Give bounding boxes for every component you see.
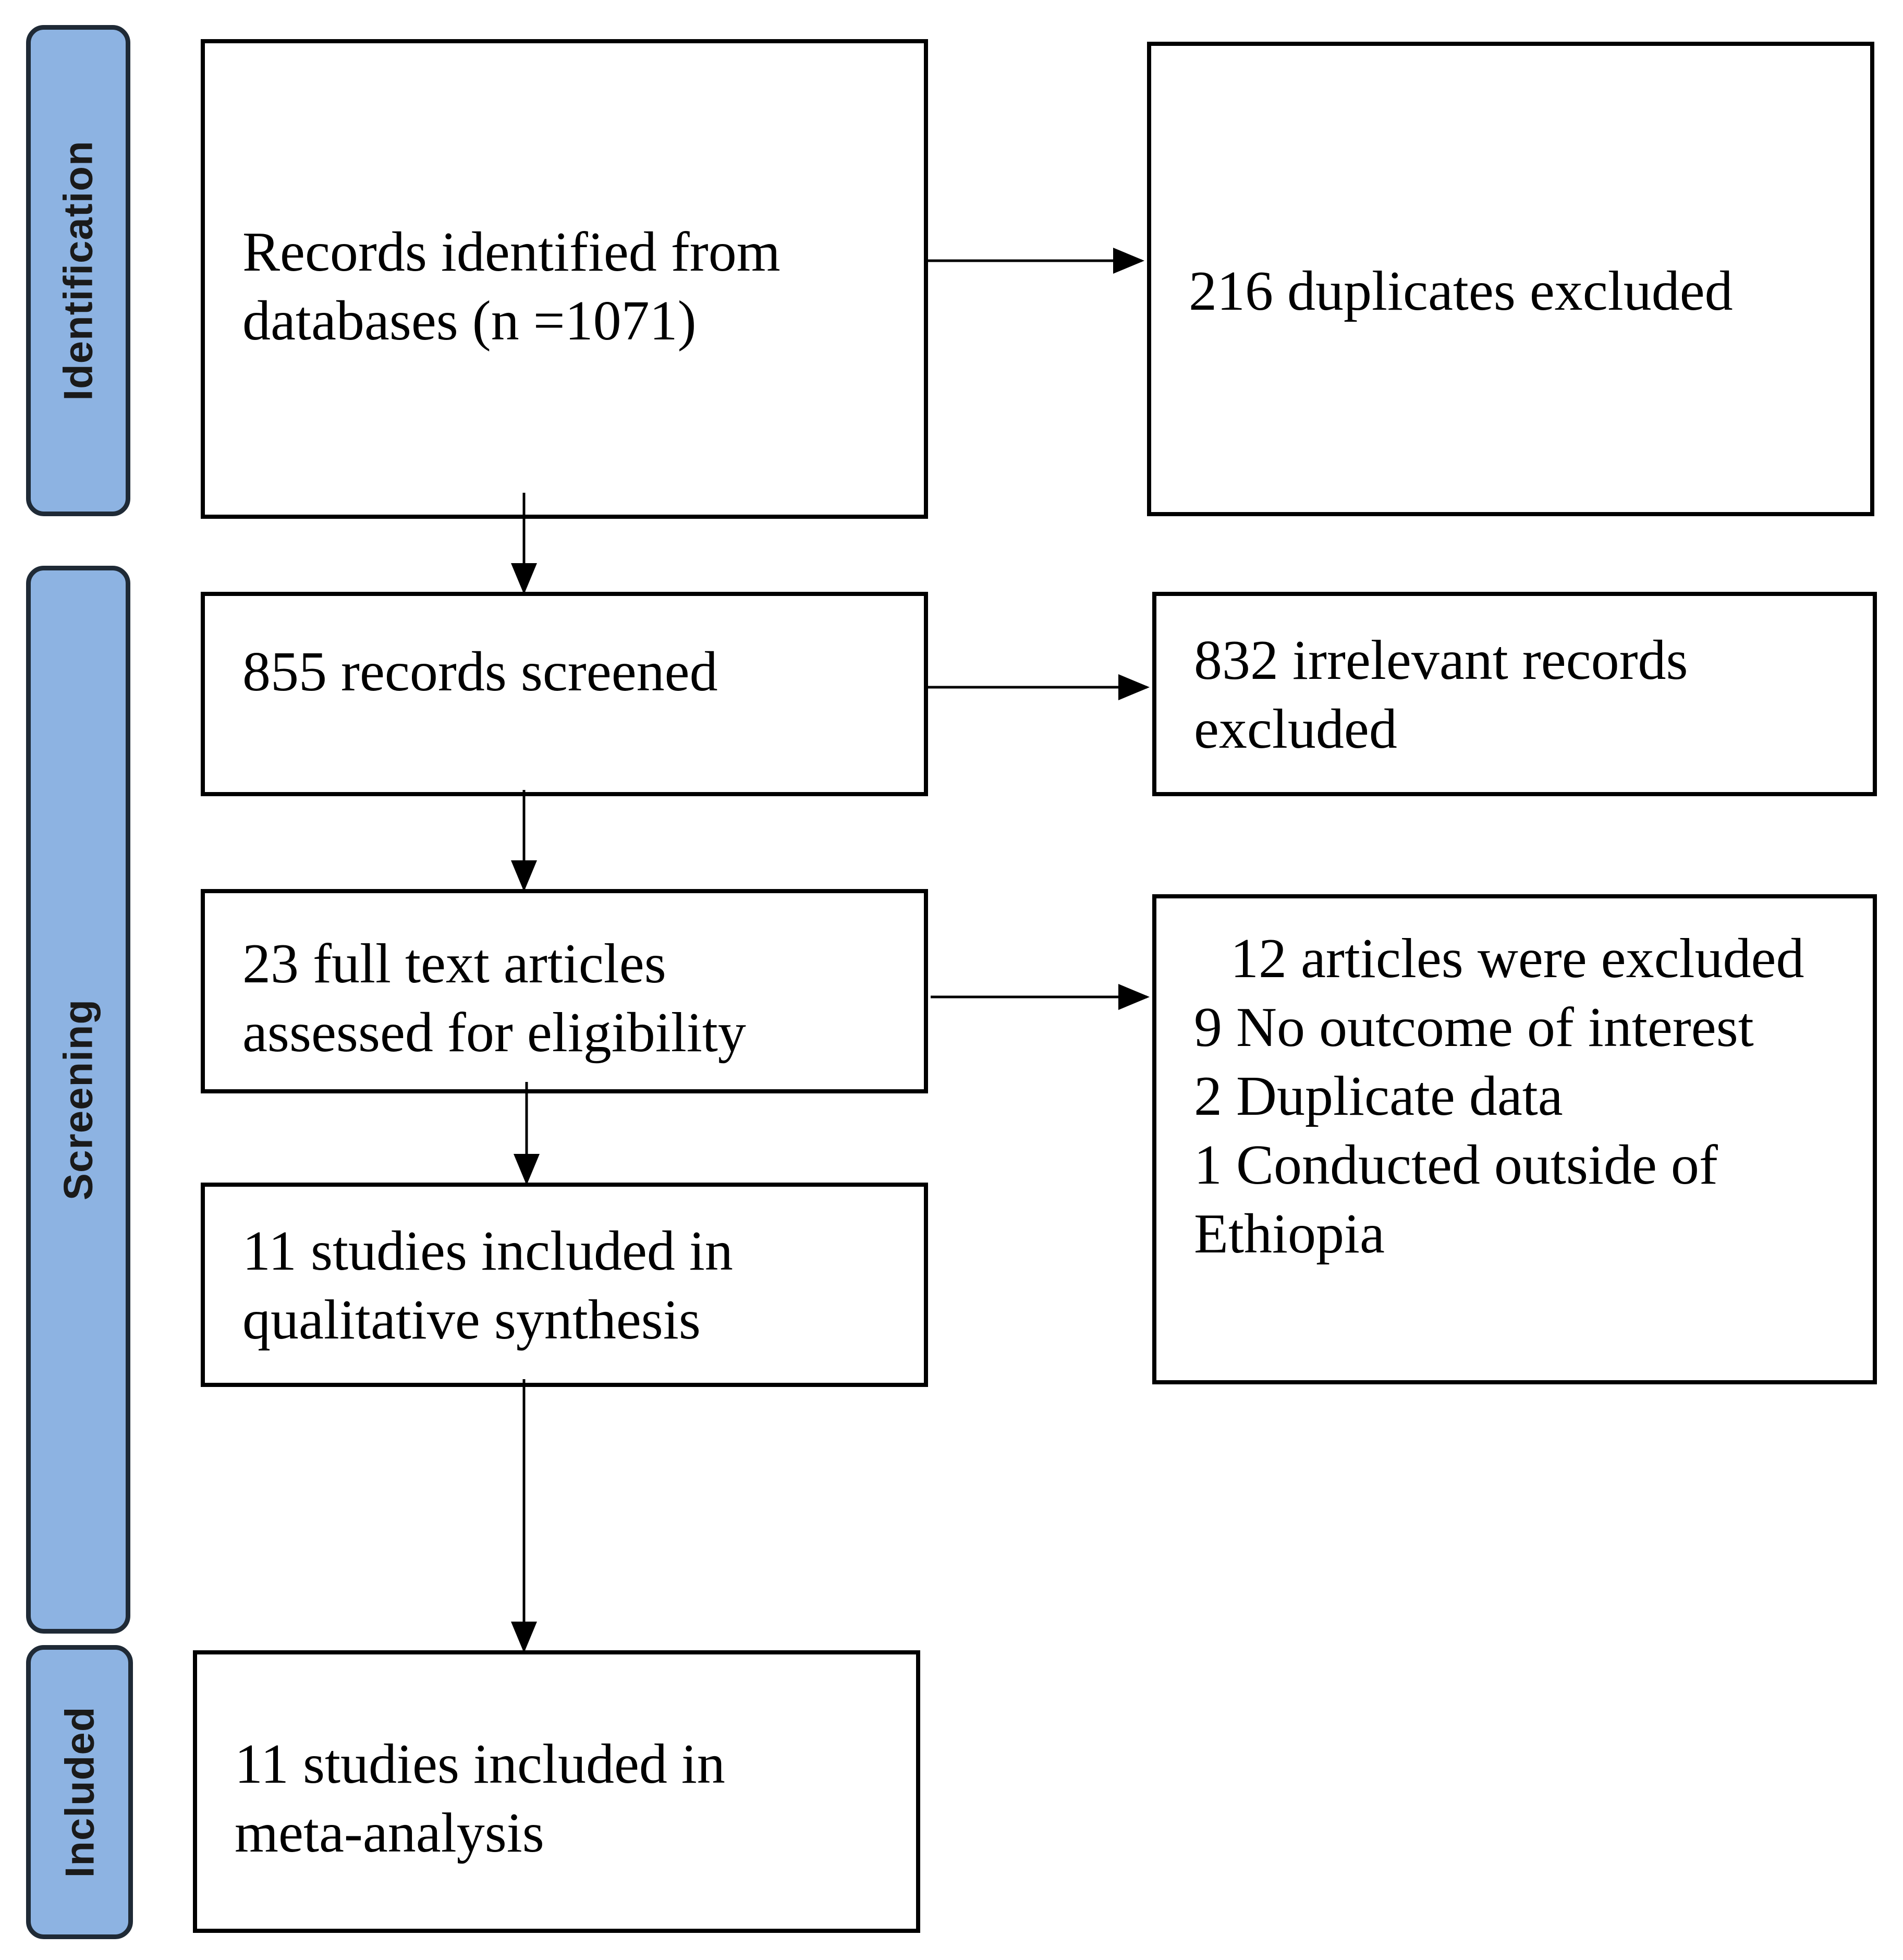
records-identified-line-1: Records identified from (242, 221, 780, 283)
irrelevant-excluded-line-2: excluded (1194, 698, 1397, 760)
meta-analysis-line-2: meta-analysis (235, 1802, 544, 1864)
exclusion-reason: 2 Duplicate data (1194, 1065, 1563, 1127)
records-identified-line-2: databases (n =1071) (242, 290, 697, 352)
exclusion-reason: 1 Conducted outside of (1194, 1134, 1718, 1196)
phase-screening-label: Screening (55, 999, 101, 1201)
irrelevant-excluded-line-1: 832 irrelevant records (1194, 629, 1688, 691)
phase-identification-label: Identification (55, 140, 101, 401)
exclusion-reason: 9 No outcome of interest (1194, 996, 1754, 1058)
phase-included: Included (26, 1645, 133, 1939)
phase-screening: Screening (26, 566, 130, 1634)
meta-analysis-line-1: 11 studies included in (235, 1733, 725, 1795)
records-screened-box: 855 records screened (201, 592, 928, 796)
articles-excluded-box: 12 articles were excluded 9 No outcome o… (1152, 894, 1877, 1384)
duplicates-excluded-line-1: 216 duplicates excluded (1189, 260, 1733, 322)
articles-excluded-heading: 12 articles were excluded (1230, 928, 1804, 990)
exclusion-reason: Ethiopia (1194, 1203, 1385, 1265)
qualitative-synthesis-line-2: qualitative synthesis (242, 1289, 701, 1351)
fulltext-assessed-line-2: assessed for eligibility (242, 1002, 746, 1064)
phase-identification: Identification (26, 25, 130, 516)
irrelevant-excluded-box: 832 irrelevant records excluded (1152, 592, 1877, 796)
qualitative-synthesis-box: 11 studies included in qualitative synth… (201, 1183, 928, 1387)
fulltext-assessed-box: 23 full text articles assessed for eligi… (201, 889, 928, 1093)
fulltext-assessed-line-1: 23 full text articles (242, 933, 666, 995)
records-identified-box: Records identified from databases (n =10… (201, 39, 928, 519)
meta-analysis-box: 11 studies included in meta-analysis (193, 1650, 920, 1933)
duplicates-excluded-box: 216 duplicates excluded (1147, 42, 1874, 516)
records-screened-line-1: 855 records screened (242, 641, 718, 703)
qualitative-synthesis-line-1: 11 studies included in (242, 1220, 733, 1282)
phase-included-label: Included (56, 1706, 102, 1878)
